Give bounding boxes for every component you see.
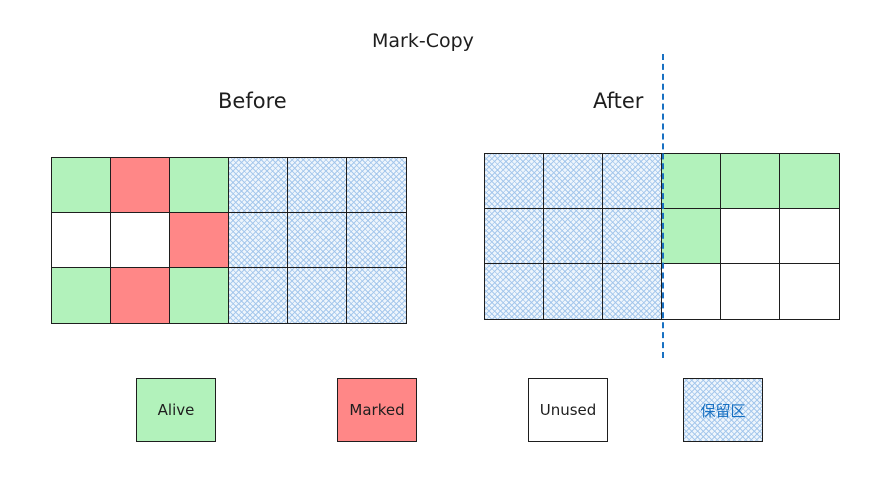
after-cell-reserved	[543, 208, 604, 265]
after-cell-unused	[661, 263, 722, 320]
after-cell-reserved	[602, 153, 663, 210]
before-cell-marked	[169, 212, 230, 269]
before-cell-reserved	[228, 157, 289, 214]
before-cell-alive	[51, 267, 112, 324]
before-cell-alive	[51, 157, 112, 214]
before-label: Before	[218, 89, 287, 113]
before-cell-reserved	[228, 267, 289, 324]
after-cell-unused	[779, 208, 840, 265]
after-label: After	[593, 89, 644, 113]
after-cell-reserved	[484, 153, 545, 210]
before-cell-alive	[169, 157, 230, 214]
before-memory-grid	[51, 157, 407, 324]
after-cell-alive	[779, 153, 840, 210]
after-cell-alive	[661, 208, 722, 265]
after-cell-alive	[720, 153, 781, 210]
before-cell-alive	[169, 267, 230, 324]
legend-marked: Marked	[337, 378, 417, 442]
before-cell-reserved	[287, 267, 348, 324]
before-cell-unused	[110, 212, 171, 269]
before-cell-reserved	[346, 267, 407, 324]
diagram-title: Mark-Copy	[372, 30, 474, 52]
after-cell-alive	[661, 153, 722, 210]
legend-reserved-label: 保留区	[700, 401, 746, 420]
before-cell-reserved	[346, 212, 407, 269]
region-divider	[662, 54, 664, 358]
legend-unused-label: Unused	[539, 401, 597, 419]
after-cell-reserved	[602, 263, 663, 320]
after-cell-reserved	[484, 208, 545, 265]
before-cell-marked	[110, 157, 171, 214]
after-cell-unused	[720, 208, 781, 265]
after-cell-reserved	[602, 208, 663, 265]
after-cell-reserved	[543, 153, 604, 210]
legend-alive-label: Alive	[157, 401, 195, 419]
before-cell-reserved	[346, 157, 407, 214]
before-cell-unused	[51, 212, 112, 269]
after-cell-reserved	[484, 263, 545, 320]
before-cell-marked	[110, 267, 171, 324]
legend-marked-label: Marked	[349, 401, 405, 419]
before-cell-reserved	[287, 157, 348, 214]
legend-reserved: 保留区	[683, 378, 763, 442]
after-memory-grid	[484, 153, 840, 320]
legend-alive: Alive	[136, 378, 216, 442]
after-cell-unused	[779, 263, 840, 320]
before-cell-reserved	[228, 212, 289, 269]
after-cell-reserved	[543, 263, 604, 320]
legend-unused: Unused	[528, 378, 608, 442]
before-cell-reserved	[287, 212, 348, 269]
after-cell-unused	[720, 263, 781, 320]
